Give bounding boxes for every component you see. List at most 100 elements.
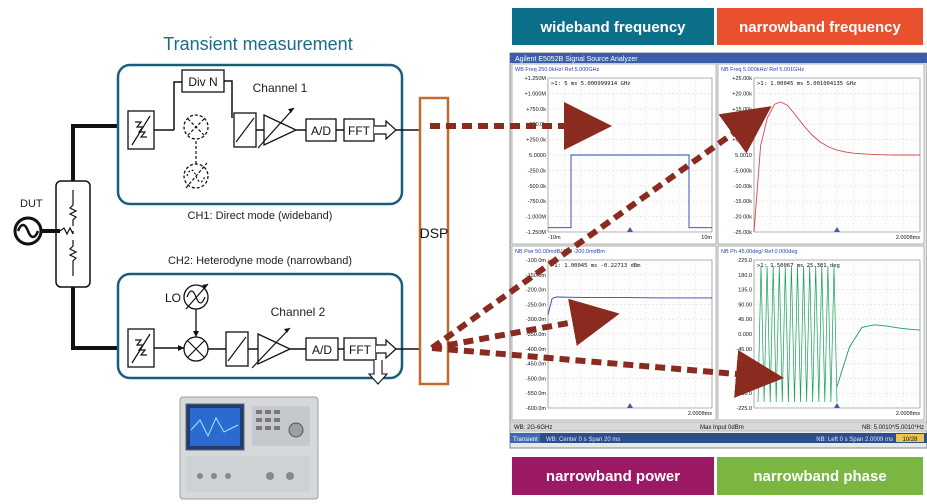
footer-badge: 10/28 (902, 437, 918, 443)
dut-source-icon (13, 216, 43, 246)
y-tick-label: +15.00k (732, 107, 752, 113)
series-line (548, 154, 712, 229)
analyzer-window-title: Agilent E5052B Signal Source Analyzer (515, 56, 638, 63)
y-tick-label: 0.000 (738, 332, 752, 338)
y-tick-label: -500.0m (526, 376, 547, 382)
footer-info: WB: Center 0 s Span 20 ms (546, 437, 620, 443)
series-line (547, 296, 712, 315)
y-tick-label: -250.0k (528, 168, 547, 174)
dsp-label: DSP (420, 225, 449, 241)
x-end-label: 2.0008ms (896, 235, 920, 241)
lo-label: LO (165, 291, 181, 305)
y-tick-label: +250.0k (526, 138, 546, 144)
banner-narrowband-power: narrowband power (512, 457, 714, 495)
x-end-label: 2.0008ms (688, 411, 712, 417)
y-tick-label: -150.0m (526, 273, 547, 279)
signal-paths (41, 124, 118, 350)
marker-readout: >1: 1.50067 ms 25.381 deg (757, 263, 840, 269)
marker-triangle (627, 227, 633, 232)
series-line (836, 324, 920, 387)
marker-triangle (627, 403, 633, 408)
y-tick-label: -225.0 (736, 406, 752, 412)
channel1-filter-icon (127, 110, 155, 150)
panel-header: WB Freq 250.0kHz/ Ref 5.000GHz (515, 67, 600, 73)
x-end-label: 10m (701, 235, 712, 241)
panel-narrowband-frequency: NB Freq 5.000kHz/ Ref 5.001GHz +25.00k +20… (717, 63, 925, 245)
channel2-fft: FFT (343, 337, 377, 361)
banner-narrowband-phase: narrowband phase (717, 457, 923, 495)
y-tick-label: -25.00k (734, 230, 753, 236)
panel-header: NB Freq 5.000kHz/ Ref 5.001GHz (721, 67, 804, 73)
channel1-caption: CH1: Direct mode (wideband) (188, 210, 333, 222)
dsp-block (418, 96, 450, 386)
channel2-mixer-icon (183, 336, 209, 362)
channel1-output-arrow (374, 119, 420, 141)
lo-oscillator-icon (183, 283, 209, 310)
arrow-to-narrowband-frequency (430, 106, 772, 351)
arrow-to-narrowband-power (431, 298, 620, 351)
dsp-output-arrows (430, 102, 784, 398)
y-tick-label: -750.0k (528, 199, 547, 205)
y-tick-label: +1.000M (524, 91, 546, 97)
channel2-label: Channel 2 (271, 305, 326, 319)
mixer-dashed-icon (183, 114, 209, 140)
channel2-adc-label: A/D (312, 343, 332, 357)
marker-readout: >1: 5 ms 5.000999914 GHz (551, 81, 630, 87)
status-mid: Max Input 0dBm (700, 425, 744, 431)
channel2-down-arrow (367, 360, 389, 385)
divn-label: Div N (188, 75, 217, 89)
y-tick-label: +25.00k (732, 76, 752, 82)
channel2-caption: CH2: Heterodyne mode (narrowband) (168, 255, 352, 267)
channel2-amp-icon (251, 327, 292, 369)
banner-narrowband-frequency-label: narrowband frequency (739, 19, 901, 36)
banner-narrowband-phase-label: narrowband phase (753, 468, 886, 485)
channel2-fft-label: FFT (349, 343, 372, 357)
banner-narrowband-frequency: narrowband frequency (717, 8, 923, 45)
lo-dashed-icon (183, 140, 209, 189)
y-tick-label: +5.000k (732, 138, 752, 144)
y-tick-label: -550.0m (526, 391, 547, 397)
banner-wideband-frequency-label: wideband frequency (539, 19, 686, 36)
footer-tab: Transient (513, 437, 538, 443)
panel-narrowband-phase: NB Ph 45.00deg/ Ref 0.000deg225.0180.013… (717, 245, 925, 421)
series-line (753, 101, 920, 233)
power-splitter (55, 180, 91, 288)
y-tick-label: 5.0010 (735, 153, 752, 159)
instrument-image (179, 396, 319, 500)
y-tick-label: 45.00 (738, 317, 752, 323)
y-tick-label: -180.0 (736, 391, 752, 397)
analyzer-window: Agilent E5052B Signal Source Analyzer WB… (509, 52, 927, 449)
channel2-filter-icon (127, 328, 155, 368)
channel1-lpf-icon (233, 112, 257, 148)
y-tick-label: +750.0k (526, 107, 546, 113)
y-tick-label: -20.00k (734, 215, 753, 221)
y-tick-label: -5.000k (734, 168, 753, 174)
channel2-adc: A/D (305, 337, 339, 361)
y-tick-label: -350.0m (526, 332, 547, 338)
marker-triangle (834, 403, 840, 408)
y-tick-label: -450.0m (526, 362, 547, 368)
y-tick-label: -1.250M (526, 230, 547, 236)
y-tick-label: -1.000M (526, 215, 547, 221)
channel2-output-arrow (376, 338, 420, 360)
y-tick-label: 90.00 (738, 302, 752, 308)
channel2-frame (116, 272, 404, 380)
status-left: WB: 2G-6GHz (514, 425, 552, 431)
channel1-adc: A/D (305, 118, 337, 142)
channel1-fft-label: FFT (348, 124, 371, 138)
y-tick-label: 225.0 (738, 258, 752, 264)
panel-header: NB Ph 45.00deg/ Ref 0.000deg (721, 249, 797, 255)
y-tick-label: -400.0m (526, 347, 547, 353)
diagram-title: Transient measurement (163, 34, 352, 54)
y-tick-label: -45.00 (736, 347, 752, 353)
y-tick-label: +20.00k (732, 91, 752, 97)
banner-wideband-frequency: wideband frequency (512, 8, 714, 45)
footer-right: NB: Left 0 s Span 2.0009 ms (816, 437, 893, 443)
y-tick-label: +500.0k (526, 122, 546, 128)
panel-header: NB Pwr 50.00mdB/ Ref -200.0mdBm (515, 249, 605, 255)
status-right: NB: 5.0010*/5.0010*Hz (862, 425, 924, 431)
y-tick-label: -250.0m (526, 302, 547, 308)
x-end-label: 2.0008ms (896, 411, 920, 417)
y-tick-label: +1.250M (524, 76, 546, 82)
